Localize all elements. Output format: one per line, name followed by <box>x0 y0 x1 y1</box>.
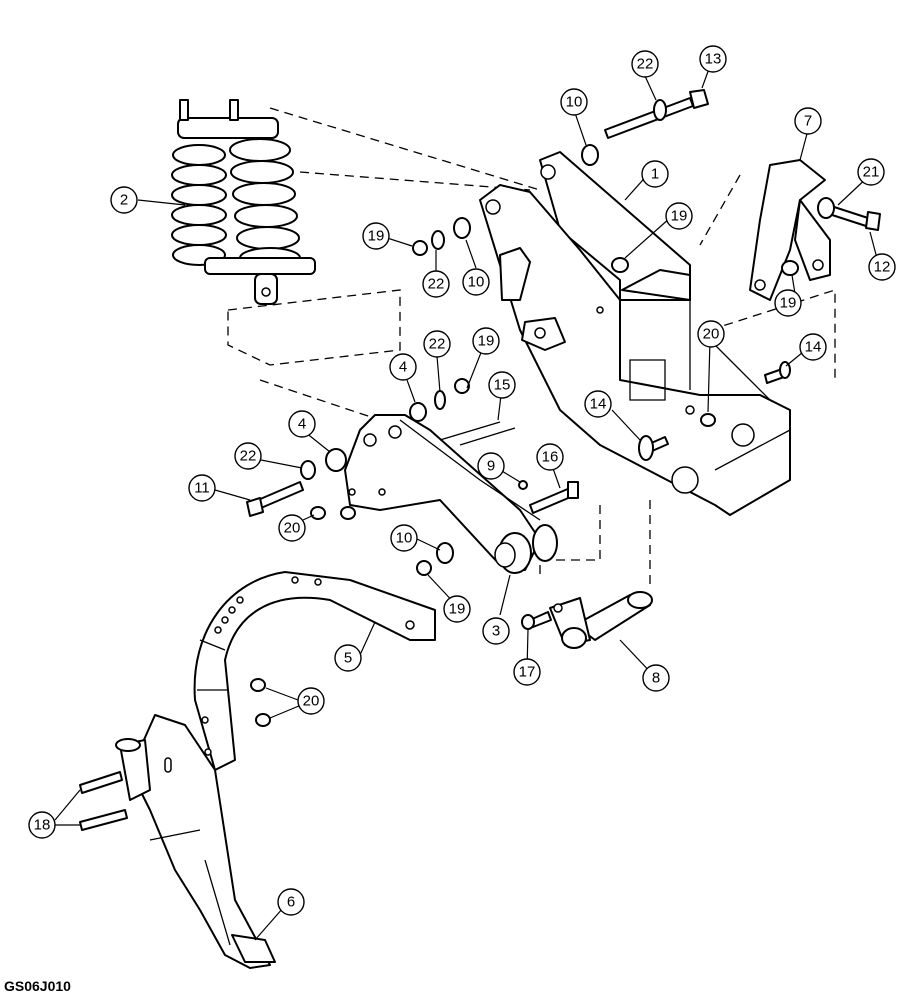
callout-16: 16 <box>536 443 564 471</box>
svg-text:10: 10 <box>566 94 583 111</box>
callout-19-lower: 19 <box>443 595 471 623</box>
callout-4-middle: 4 <box>389 353 417 381</box>
point-sweep <box>115 714 276 969</box>
callout-15: 15 <box>488 371 516 399</box>
svg-text:19: 19 <box>671 208 688 225</box>
callout-bubbles: 1 2 3 4 4 5 6 7 8 9 10 10 10 11 12 13 14… <box>28 45 896 916</box>
callout-19-left: 19 <box>362 222 390 250</box>
svg-text:22: 22 <box>428 276 445 293</box>
svg-text:17: 17 <box>519 664 536 681</box>
callout-17: 17 <box>513 658 541 686</box>
svg-text:1: 1 <box>651 166 659 183</box>
callout-13: 13 <box>699 45 727 73</box>
callout-6: 6 <box>277 888 305 916</box>
callout-10-left: 10 <box>462 268 490 296</box>
callout-5: 5 <box>334 644 362 672</box>
svg-text:8: 8 <box>652 670 660 687</box>
svg-text:2: 2 <box>120 192 128 209</box>
svg-text:16: 16 <box>542 449 559 466</box>
callout-3: 3 <box>482 617 510 645</box>
svg-text:20: 20 <box>303 693 320 710</box>
callout-20-frame: 20 <box>697 320 725 348</box>
callout-19-right: 19 <box>665 202 693 230</box>
callout-1: 1 <box>641 160 669 188</box>
drawing-code: GS06J010 <box>4 978 71 994</box>
svg-text:5: 5 <box>344 650 352 667</box>
callout-11: 11 <box>188 474 216 502</box>
callout-2: 2 <box>110 186 138 214</box>
svg-text:22: 22 <box>637 56 654 73</box>
hardware <box>79 89 881 831</box>
svg-text:14: 14 <box>590 396 607 413</box>
svg-text:3: 3 <box>492 623 500 640</box>
callout-22-top: 22 <box>631 50 659 78</box>
svg-text:15: 15 <box>494 377 511 394</box>
svg-text:19: 19 <box>478 333 495 350</box>
link-arm <box>344 414 558 574</box>
svg-text:21: 21 <box>863 164 880 181</box>
callout-14-center: 14 <box>584 390 612 418</box>
callout-21: 21 <box>857 158 885 186</box>
callout-4-left: 4 <box>288 410 316 438</box>
callout-10-lower: 10 <box>390 524 418 552</box>
callout-22-middle: 22 <box>423 330 451 358</box>
svg-text:7: 7 <box>804 113 812 130</box>
svg-text:19: 19 <box>780 295 797 312</box>
callout-22-lower-left: 22 <box>234 442 262 470</box>
callout-7: 7 <box>794 107 822 135</box>
svg-text:13: 13 <box>705 51 722 68</box>
svg-text:12: 12 <box>874 259 891 276</box>
svg-text:19: 19 <box>449 601 466 618</box>
callout-19-middle: 19 <box>472 327 500 355</box>
svg-text:14: 14 <box>805 339 822 356</box>
main-frame-bracket <box>479 151 791 516</box>
svg-text:20: 20 <box>284 520 301 537</box>
shank <box>193 571 436 771</box>
pivot-pin <box>549 591 653 649</box>
svg-text:11: 11 <box>194 480 210 497</box>
callout-8: 8 <box>642 664 670 692</box>
svg-text:4: 4 <box>399 359 407 376</box>
callout-14-right: 14 <box>799 333 827 361</box>
svg-text:6: 6 <box>287 894 295 911</box>
clamp-bracket <box>749 159 831 301</box>
dashed-assembly-lines <box>227 107 836 590</box>
svg-text:4: 4 <box>298 416 306 433</box>
svg-text:9: 9 <box>487 458 495 475</box>
callout-19-clamp: 19 <box>774 289 802 317</box>
callout-18: 18 <box>28 811 56 839</box>
svg-text:10: 10 <box>468 274 485 291</box>
svg-text:19: 19 <box>368 228 385 245</box>
callout-20-left: 20 <box>278 514 306 542</box>
callout-20-shank: 20 <box>297 687 325 715</box>
svg-text:20: 20 <box>703 326 720 343</box>
callout-12: 12 <box>868 253 896 281</box>
callout-9: 9 <box>477 452 505 480</box>
svg-text:18: 18 <box>34 817 51 834</box>
callout-22-left: 22 <box>422 270 450 298</box>
svg-text:22: 22 <box>429 336 446 353</box>
callout-10-top: 10 <box>560 88 588 116</box>
svg-text:22: 22 <box>240 448 257 465</box>
spring-assembly <box>171 99 316 305</box>
svg-text:10: 10 <box>396 530 413 547</box>
